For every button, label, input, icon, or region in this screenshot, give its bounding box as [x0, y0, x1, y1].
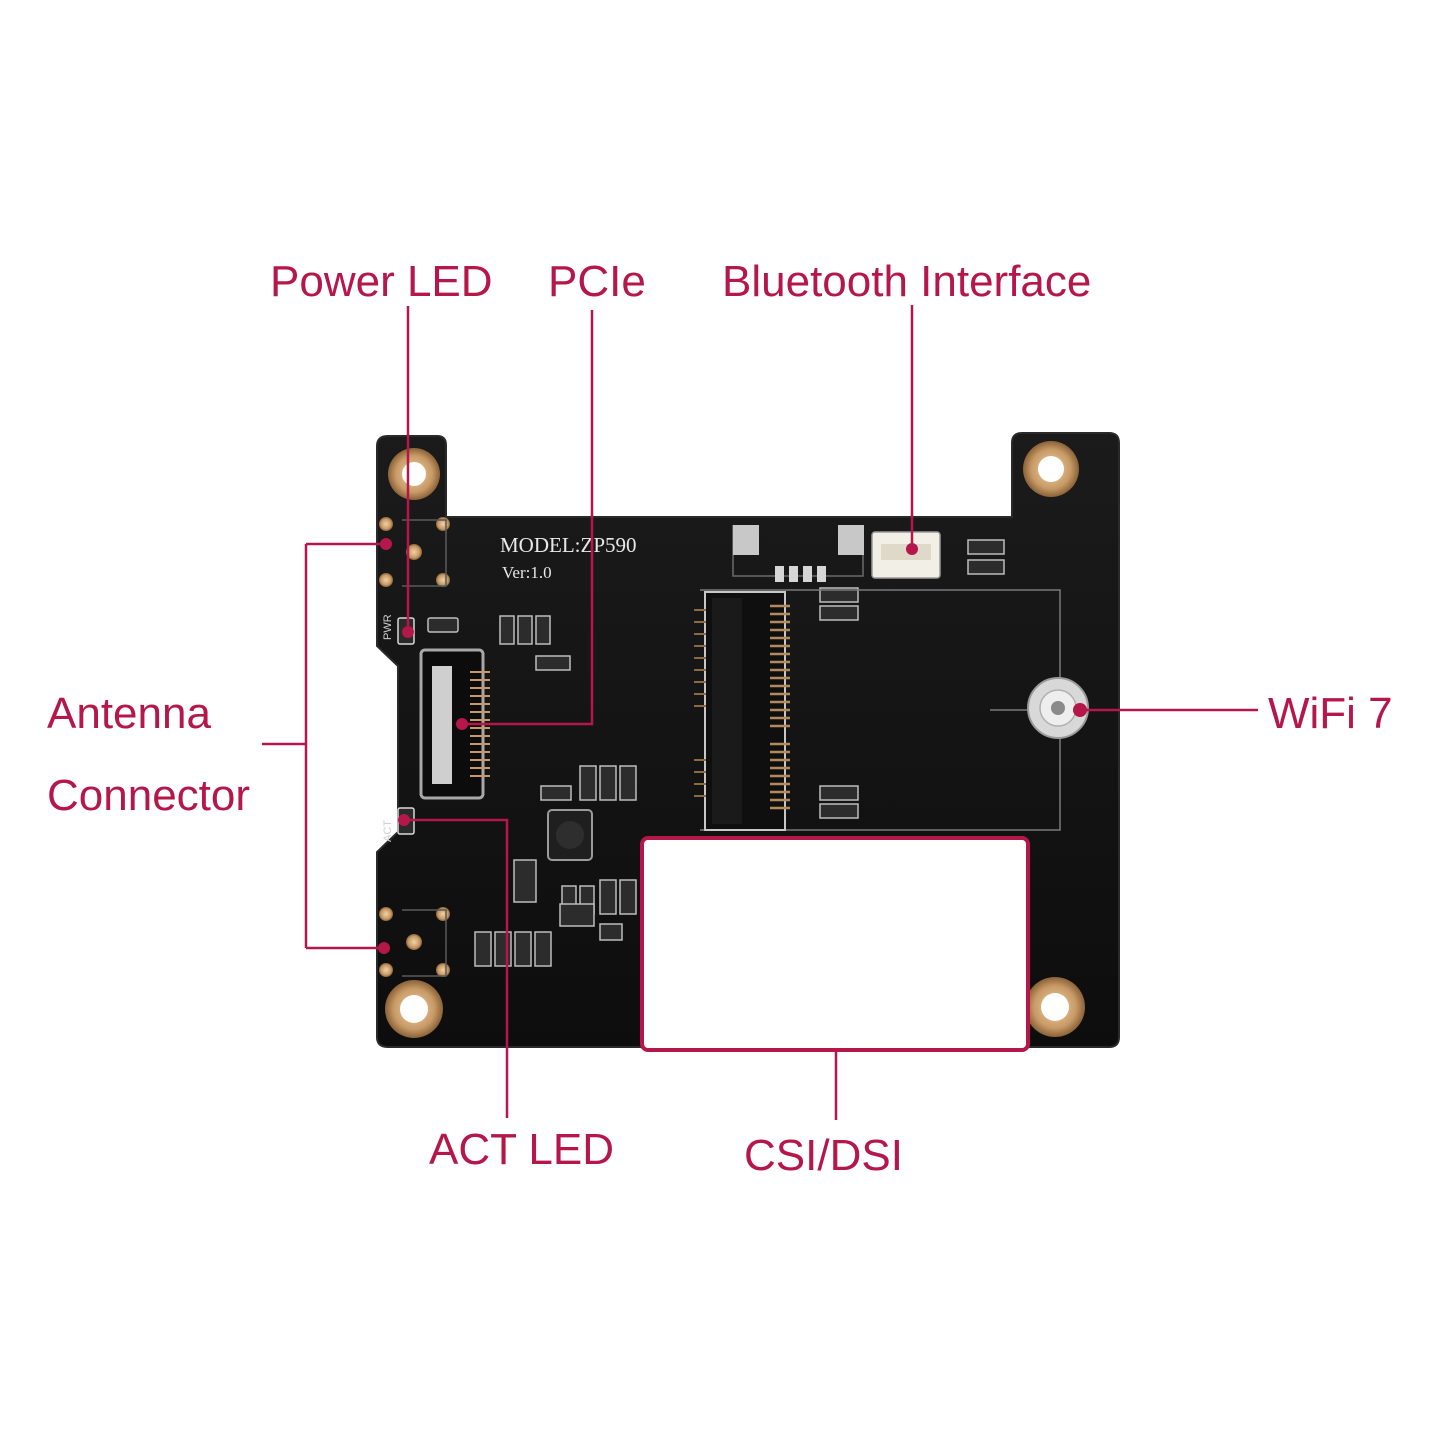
model-silkscreen: MODEL:ZP590	[500, 533, 637, 557]
pcie-ffc-connector	[419, 648, 490, 800]
label-csi-dsi: CSI/DSI	[744, 1131, 903, 1180]
power-led-dot	[402, 626, 414, 638]
pcie-dot	[456, 718, 468, 730]
pwr-silkscreen: PWR	[382, 614, 394, 640]
inductor-core	[556, 821, 584, 849]
mounting-hole-bottom-left	[385, 980, 443, 1038]
smd-components	[427, 539, 1005, 967]
wifi-dot	[1073, 703, 1087, 717]
bluetooth-dot	[906, 543, 918, 555]
act-led-dot	[398, 814, 410, 826]
antenna-top-dot	[380, 538, 392, 550]
bluetooth-connector-area	[732, 525, 941, 582]
antenna-connector-top	[379, 517, 450, 587]
label-wifi7: WiFi 7	[1268, 689, 1393, 738]
mounting-hole-top-left	[388, 448, 440, 500]
label-pcie: PCIe	[548, 257, 646, 306]
antenna-bottom-dot	[378, 942, 390, 954]
mounting-hole-bottom-right	[1025, 977, 1085, 1037]
csi-dsi-cutout	[640, 836, 1030, 1052]
label-antenna-line1: Antenna	[47, 689, 211, 738]
m2-wifi-slot	[694, 589, 1061, 831]
mounting-hole-top-right	[1023, 441, 1079, 497]
pcie-leader	[462, 310, 594, 726]
callout-lines	[262, 305, 1258, 1120]
label-antenna-line2: Connector	[47, 771, 251, 820]
callout-dots	[378, 538, 1087, 954]
antenna-connector-bottom	[379, 907, 450, 977]
act-led-leader	[404, 818, 509, 1118]
label-power-led: Power LED	[270, 257, 493, 306]
wifi-standoff	[1027, 677, 1089, 739]
act-silkscreen: ACT	[382, 820, 394, 842]
version-silkscreen: Ver:1.0	[502, 563, 552, 582]
label-act-led: ACT LED	[429, 1125, 615, 1174]
label-bluetooth-interface: Bluetooth Interface	[722, 257, 1092, 306]
